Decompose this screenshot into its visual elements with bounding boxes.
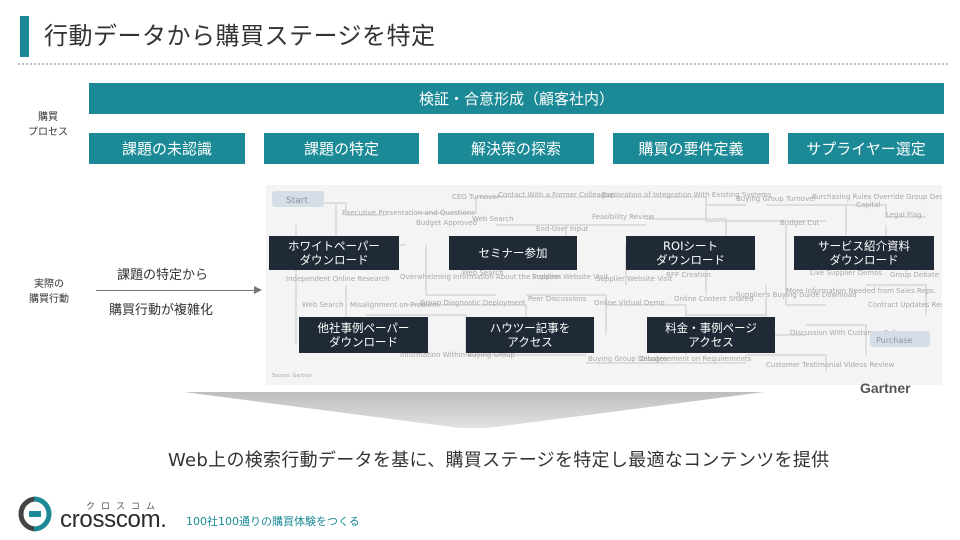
diagram-node-text: Feasibility Review [592,213,654,221]
diagram-node-text: Web Search [472,215,514,223]
stage-unaware: 課題の未認識 [89,133,245,164]
diagram-node-text: End-User Input [536,225,588,233]
stage-requirements: 購買の要件定義 [613,133,769,164]
content-box-line1: 他社事例ペーパー [317,321,410,335]
diagram-node-text: Group Diagnostic Deployment [420,299,526,307]
diagram-start-label: Start [286,196,308,206]
diagram-node-text: Online Content Shared [674,295,754,303]
diagram-source: Source: Gartner [272,373,313,379]
crosscom-logo-icon [18,496,52,532]
journey-diagram-lines: Executive Presentation and Questions CEO… [272,191,942,379]
content-box-line2: アクセス [688,335,734,349]
diagram-node-text: Live Supplier Demos [810,269,882,277]
actual-label-line2: 購買行動 [29,294,69,305]
diagram-start-node [272,191,324,207]
diagram-node-text: Budget Approved [416,219,477,227]
consensus-banner: 検証・合意形成（顧客社内） [89,83,944,114]
content-box-line2: ダウンロード [299,253,369,267]
diagram-node-text: RFP Creation [666,271,711,279]
stage-identify: 課題の特定 [264,133,419,164]
diagram-purchase-label: Purchase [876,336,912,345]
diagram-node-text: Legal Flag [886,211,922,219]
content-box-whitepaper: ホワイトペーパー ダウンロード [269,236,399,270]
diagram-node-text: More Information Needed from Sales Reps. [786,287,936,295]
diagram-node-text: Contact With a Former Colleague [498,191,614,199]
diagram-node-text: Purchasing Rules Override Group Decision [812,193,942,201]
stage-explore: 解決策の探索 [438,133,594,164]
diagram-node-text: Customer Testimonial Videos Review [766,361,895,369]
content-box-line1: セミナー参加 [478,246,548,260]
diagram-node-text: Budget Cut [780,219,820,227]
content-box-pricing: 料金・事例ページ アクセス [647,317,775,353]
diagram-node-text: Capital [856,201,881,209]
diagram-node-text: Disagreement on Requirements [640,355,752,363]
content-box-line1: サービス紹介資料 [818,239,910,253]
diagram-node-text: Online Virtual Demo [594,299,665,307]
diagram-node-text: Overwhelming Information About the Probl… [400,273,561,281]
content-box-line2: ダウンロード [329,335,398,349]
diagram-node-text: Independent Online Research [286,275,390,283]
diagram-node-text: Web Search [302,301,344,309]
actual-text-top: 課題の特定から [117,268,209,283]
content-box-case-study: 他社事例ペーパー ダウンロード [299,317,428,353]
diagram-node-text: Web Search [462,269,504,277]
diagram-node-text: Misalignment on Problem [350,301,439,309]
content-box-line1: ホワイトペーパー [288,239,380,253]
diagram-node-text: Peer Discussions [528,295,587,303]
buying-journey-diagram: Executive Presentation and Questions CEO… [266,185,942,385]
diagram-node-text: Contract Updates Required [868,301,942,309]
page-title: 行動データから購買ステージを特定 [44,22,436,50]
content-box-line1: 料金・事例ページ [665,321,757,335]
gartner-logo: Gartner [860,380,911,396]
funnel-shape [184,392,764,428]
content-box-line1: ROIシート [663,239,718,253]
content-box-line2: ダウンロード [829,253,899,267]
diagram-purchase-node [870,331,930,347]
brand-tagline: 100社100通りの購買体験をつくる [186,515,360,528]
content-box-seminar: セミナー参加 [449,236,577,270]
logo-wordmark: crosscom. [60,506,167,533]
diagram-node-text: Group Debate [890,271,939,279]
actual-label: 実際の 購買行動 [24,277,74,307]
logo-kana: クロスコム [86,502,162,512]
summary-text: Web上の検索行動データを基に、購買ステージを特定し最適なコンテンツを提供 [168,450,830,471]
content-box-service-doc: サービス紹介資料 ダウンロード [794,236,934,270]
diagram-node-text: Buying Group Debates [588,355,667,363]
process-label-line2: プロセス [28,127,68,138]
title-divider [18,63,948,65]
content-box-line1: ハウツー記事を [489,321,571,335]
actual-arrow-line [96,290,256,291]
diagram-node-text: Executive Presentation and Questions [342,209,475,217]
diagram-node-text: Supplier Website Visit [596,275,672,283]
diagram-node-text: Supplier's Buying Guide Download [736,291,857,299]
content-box-line2: アクセス [507,335,553,349]
content-box-roi-sheet: ROIシート ダウンロード [626,236,755,270]
diagram-node-text: CEO Turnover [452,193,500,201]
process-label-line1: 購買 [38,112,58,123]
diagram-node-text: Buying Group Turnover [736,195,817,203]
content-box-howto: ハウツー記事を アクセス [466,317,594,353]
actual-label-line1: 実際の [34,279,64,290]
content-box-line2: ダウンロード [656,253,725,267]
diagram-node-text: Information Within Buying Group [400,351,516,359]
diagram-node-text: Supplier Website Visit [532,273,608,281]
diagram-node-text: Exploration of Integration With Existing… [602,191,772,199]
actual-arrow-head [254,286,262,294]
actual-text-bottom: 購買行動が複雑化 [109,303,214,318]
stage-supplier-selection: サプライヤー選定 [788,133,944,164]
title-accent-bar [20,16,29,57]
process-label: 購買 プロセス [26,110,70,140]
diagram-node-text: Discussion With Customer References [790,329,923,337]
